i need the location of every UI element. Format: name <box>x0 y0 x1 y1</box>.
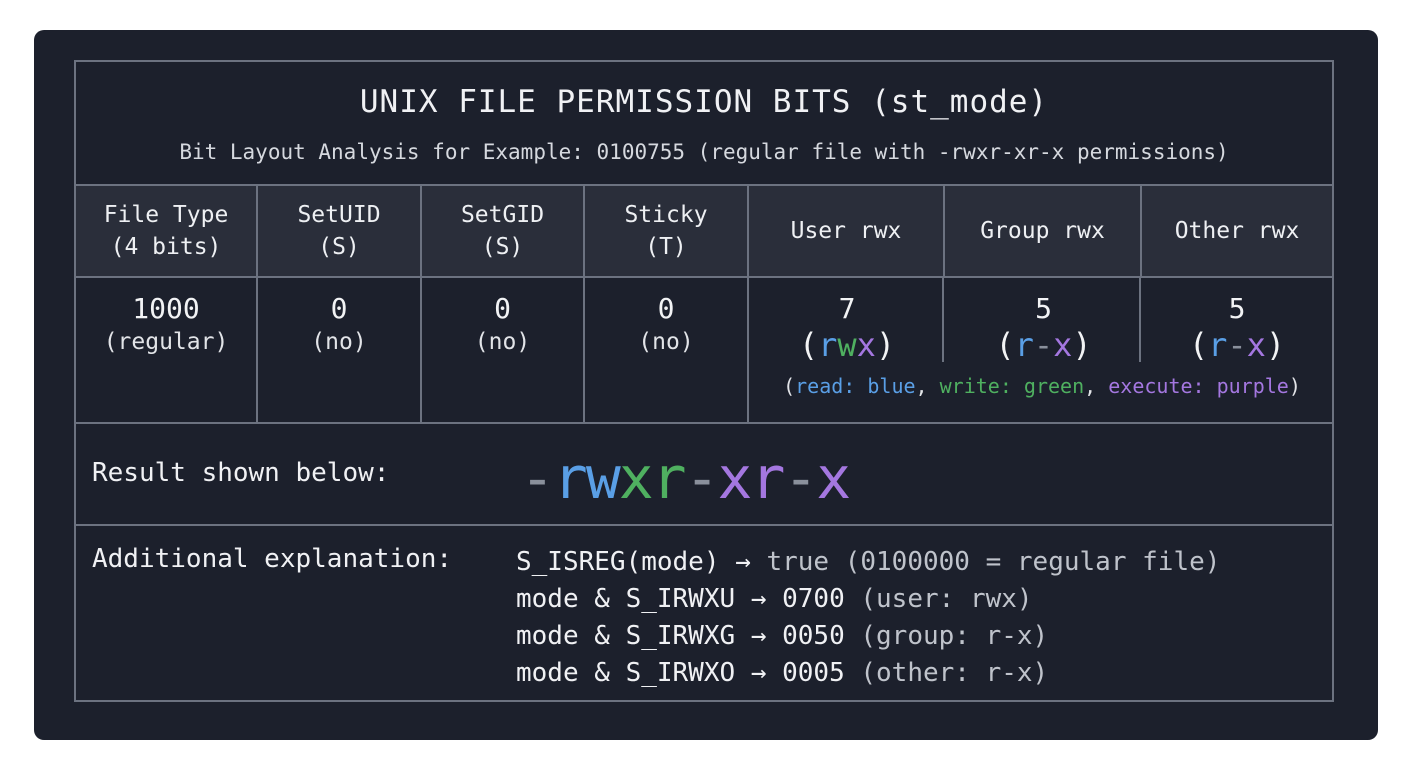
execute-bit: x <box>1246 326 1266 364</box>
header-label: User rwx <box>790 218 902 244</box>
header-label: Group rwx <box>980 218 1105 244</box>
explanation-section: Additional explanation: S_ISREG(mode) → … <box>76 526 1332 700</box>
header-sublabel: (S) <box>318 234 360 260</box>
divider <box>1139 278 1141 362</box>
bit-value: 0 <box>494 292 511 325</box>
octal-digit: 5 <box>1035 292 1052 325</box>
explanation-lines: S_ISREG(mode) → true (0100000 = regular … <box>516 544 1220 692</box>
result-permission-string: -rwxr-xr-x <box>520 444 851 512</box>
perm-triplet: (r-x) <box>1188 326 1286 364</box>
macro-result: (user: rwx) <box>860 584 1033 614</box>
explanation-label: Additional explanation: <box>92 544 453 574</box>
read-bit: r <box>1208 326 1228 364</box>
value-other-rwx: 5 (r-x) <box>1142 278 1332 422</box>
legend-read: read: blue <box>795 374 916 398</box>
header-label: SetUID <box>297 202 381 228</box>
legend-execute: execute: purple <box>1108 374 1289 398</box>
macro-expression: S_ISREG(mode) → <box>516 547 767 577</box>
macro-expression: mode & S_IRWXG → 0050 <box>516 621 861 651</box>
bit-layout-table: File Type (4 bits) SetUID (S) SetGID (S)… <box>76 186 1332 422</box>
header-label: Other rwx <box>1174 218 1300 244</box>
bit-detail: (no) <box>311 329 367 355</box>
header-sublabel: (S) <box>481 234 524 260</box>
header-sticky: Sticky (T) <box>585 186 749 276</box>
value-file-type: 1000 (regular) <box>76 278 258 422</box>
perm-triplet: (rwx) <box>798 326 896 364</box>
diagram-title: UNIX FILE PERMISSION BITS (st_mode) <box>359 84 1049 120</box>
diagram-panel: UNIX FILE PERMISSION BITS (st_mode) Bit … <box>34 30 1378 740</box>
legend-sep: , <box>1084 374 1109 398</box>
header-label: File Type <box>103 202 229 228</box>
color-legend: (read: blue, write: green, execute: purp… <box>748 374 1336 398</box>
bit-detail: (regular) <box>103 329 229 355</box>
header-row: File Type (4 bits) SetUID (S) SetGID (S)… <box>76 186 1332 278</box>
header-group-rwx: Group rwx <box>945 186 1142 276</box>
macro-expression: mode & S_IRWXU → 0700 <box>516 584 861 614</box>
macro-expression: mode & S_IRWXO → 0005 <box>516 658 861 688</box>
octal-digit: 7 <box>838 292 856 325</box>
execute-bit: x <box>856 326 876 364</box>
read-bit: r <box>818 326 838 364</box>
header-user-rwx: User rwx <box>749 186 945 276</box>
diagram-subtitle: Bit Layout Analysis for Example: 0100755… <box>179 140 1229 164</box>
value-sticky: 0 (no) <box>585 278 749 422</box>
title-area: UNIX FILE PERMISSION BITS (st_mode) Bit … <box>76 62 1332 186</box>
legend-paren: ( <box>783 374 796 398</box>
explanation-line: S_ISREG(mode) → true (0100000 = regular … <box>516 544 1220 581</box>
explanation-line: mode & S_IRWXU → 0700 (user: rwx) <box>516 581 1220 618</box>
value-setgid: 0 (no) <box>422 278 585 422</box>
legend-write: write: green <box>939 374 1085 398</box>
value-setuid: 0 (no) <box>258 278 422 422</box>
perm-triplet: (r-x) <box>995 326 1092 364</box>
value-group-rwx: 5 (r-x) <box>945 278 1142 422</box>
bit-value: 0 <box>330 292 348 325</box>
explanation-line: mode & S_IRWXO → 0005 (other: r-x) <box>516 655 1220 692</box>
macro-result: (group: r-x) <box>860 621 1049 651</box>
legend-sep: , <box>915 374 940 398</box>
macro-result: (other: r-x) <box>860 658 1049 688</box>
divider <box>942 278 944 362</box>
header-label: Sticky <box>624 202 708 228</box>
bit-detail: (no) <box>474 329 531 355</box>
macro-result: true (0100000 = regular file) <box>766 547 1221 577</box>
bit-value: 0 <box>657 292 675 325</box>
value-row: 1000 (regular) 0 (no) 0 (no) 0 (no) <box>76 278 1332 422</box>
result-row: Result shown below: -rwxr-xr-x <box>76 422 1332 526</box>
header-file-type: File Type (4 bits) <box>76 186 258 276</box>
write-bit: w <box>837 326 857 364</box>
header-sublabel: (4 bits) <box>110 234 222 260</box>
bit-detail: (no) <box>638 329 694 355</box>
header-sublabel: (T) <box>645 234 687 260</box>
octal-digit: 5 <box>1228 292 1246 325</box>
bit-value: 1000 <box>132 292 200 325</box>
value-user-rwx: 7 (rwx) <box>749 278 945 422</box>
diagram-frame: UNIX FILE PERMISSION BITS (st_mode) Bit … <box>74 60 1334 702</box>
header-label: SetGID <box>460 202 545 228</box>
header-setgid: SetGID (S) <box>422 186 585 276</box>
read-bit: r <box>1014 326 1034 364</box>
result-label: Result shown below: <box>92 458 390 488</box>
execute-bit: x <box>1053 326 1073 364</box>
legend-paren: ) <box>1288 374 1301 398</box>
header-setuid: SetUID (S) <box>258 186 422 276</box>
write-bit: - <box>1227 326 1247 364</box>
header-other-rwx: Other rwx <box>1142 186 1332 276</box>
explanation-line: mode & S_IRWXG → 0050 (group: r-x) <box>516 618 1220 655</box>
write-bit: - <box>1033 326 1054 364</box>
